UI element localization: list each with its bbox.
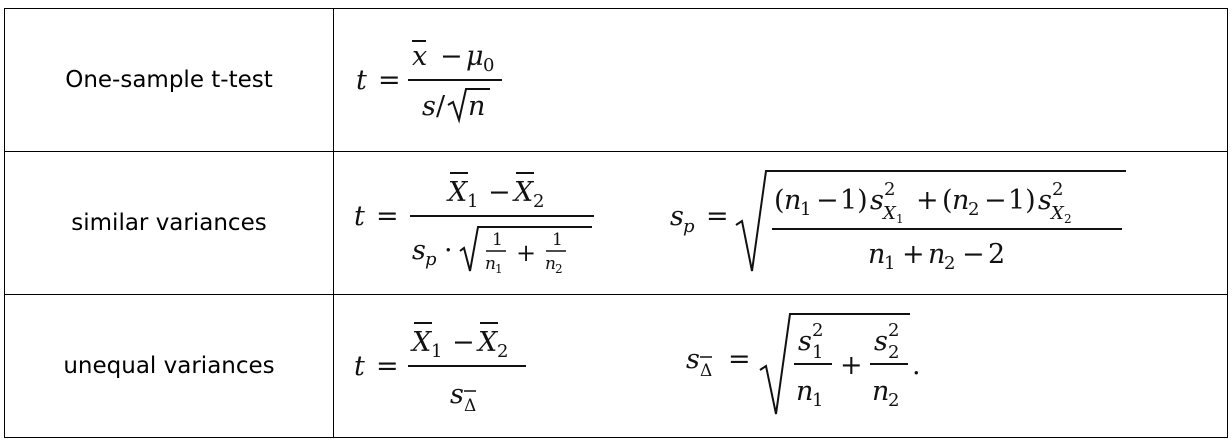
svg-text:n: n — [868, 239, 885, 270]
formula-cell-unequal-variances: t = X 1 − X 2 s Δ — [333, 294, 1228, 438]
svg-text:t: t — [354, 201, 365, 232]
svg-text:1: 1 — [884, 253, 895, 274]
svg-text:s: s — [422, 91, 436, 122]
svg-text:1: 1 — [495, 262, 503, 276]
svg-text:−: − — [440, 41, 463, 72]
svg-text:2: 2 — [888, 390, 899, 411]
one-sample-t-formula: t = x − μ 0 s / n — [356, 25, 516, 135]
row-label-unequal-variances: unequal variances — [4, 294, 334, 438]
svg-text:=: = — [706, 201, 729, 232]
svg-text:2: 2 — [884, 179, 895, 200]
svg-text:s: s — [412, 235, 426, 266]
svg-text:−: − — [816, 185, 839, 216]
svg-text:=: = — [378, 65, 401, 96]
svg-text:2: 2 — [497, 341, 508, 362]
similar-variances-pooled-sd-formula: s p = ( n 1 − 1) s 2 X 1 — [670, 163, 1140, 283]
svg-text:1: 1 — [467, 191, 478, 212]
svg-text:2: 2 — [555, 262, 563, 276]
svg-text:2: 2 — [968, 199, 979, 220]
row-label-one-sample: One-sample t-test — [4, 8, 334, 152]
svg-text:·: · — [444, 235, 453, 266]
svg-text:=: = — [376, 201, 399, 232]
unequal-variances-t-formula: t = X 1 − X 2 s Δ — [354, 311, 554, 421]
svg-text:=: = — [376, 351, 399, 382]
svg-text:1: 1 — [812, 390, 823, 411]
svg-text:1: 1 — [431, 341, 442, 362]
svg-text:x: x — [412, 41, 427, 72]
svg-text:=: = — [728, 344, 751, 375]
svg-text:+: + — [516, 239, 536, 267]
svg-text:n: n — [928, 239, 945, 270]
svg-text:2: 2 — [1064, 212, 1072, 226]
svg-text:X: X — [476, 327, 499, 358]
svg-text:1): 1) — [840, 185, 868, 216]
formula-cell-one-sample: t = x − μ 0 s / n — [333, 8, 1228, 152]
svg-text:(: ( — [774, 185, 785, 216]
svg-text:Δ: Δ — [700, 361, 712, 381]
svg-text:.: . — [912, 350, 921, 381]
svg-text:+: + — [916, 185, 939, 216]
svg-text:2: 2 — [888, 342, 899, 363]
svg-text:2: 2 — [944, 253, 955, 274]
svg-text:(: ( — [942, 185, 953, 216]
unequal-variances-sd-formula: s Δ = s 2 1 n 1 + — [686, 306, 946, 426]
svg-text:1: 1 — [800, 199, 811, 220]
svg-text:−: − — [488, 177, 511, 208]
svg-text:n: n — [872, 376, 889, 407]
similar-variances-t-formula: t = X 1 − X 2 s p — [354, 163, 604, 283]
svg-text:Δ: Δ — [464, 396, 476, 416]
svg-text:−: − — [452, 327, 475, 358]
svg-text:p: p — [425, 249, 437, 270]
svg-text:n: n — [952, 185, 969, 216]
svg-text:1: 1 — [812, 342, 823, 363]
svg-text:X: X — [1049, 203, 1065, 224]
svg-text:s: s — [670, 201, 684, 232]
svg-text:+: + — [902, 239, 925, 270]
svg-text:2: 2 — [888, 320, 899, 341]
svg-text:n: n — [545, 254, 556, 274]
svg-text:X: X — [881, 203, 897, 224]
row-label-similar-variances: similar variances — [4, 151, 334, 295]
svg-text:X: X — [512, 177, 535, 208]
svg-text:s: s — [1038, 185, 1052, 216]
svg-text:2: 2 — [1052, 179, 1063, 200]
table-row-unequal-variances: unequal variances t = X 1 − X 2 — [4, 294, 1228, 438]
svg-text:s: s — [870, 185, 884, 216]
svg-text:1): 1) — [1008, 185, 1036, 216]
svg-text:X: X — [410, 327, 433, 358]
svg-text:+: + — [840, 350, 863, 381]
svg-text:n: n — [796, 376, 813, 407]
svg-text:/: / — [436, 91, 446, 122]
svg-text:μ: μ — [466, 41, 484, 72]
table-row-similar-variances: similar variances t = X 1 − X 2 — [4, 151, 1228, 295]
svg-text:−: − — [962, 239, 985, 270]
svg-text:−: − — [984, 185, 1007, 216]
svg-text:1: 1 — [552, 230, 563, 250]
table-row-one-sample: One-sample t-test t = x − μ 0 — [4, 8, 1228, 152]
svg-text:2: 2 — [988, 239, 1005, 270]
svg-text:2: 2 — [812, 320, 823, 341]
svg-text:0: 0 — [483, 55, 494, 76]
svg-text:t: t — [354, 351, 365, 382]
t-test-formula-table: One-sample t-test t = x − μ 0 — [4, 8, 1228, 438]
svg-text:n: n — [485, 254, 496, 274]
svg-text:X: X — [446, 177, 469, 208]
svg-text:n: n — [784, 185, 801, 216]
svg-text:n: n — [468, 91, 485, 122]
svg-text:1: 1 — [492, 230, 503, 250]
svg-text:s: s — [686, 344, 700, 375]
svg-text:1: 1 — [896, 212, 904, 226]
svg-text:s: s — [798, 326, 812, 357]
svg-text:p: p — [683, 216, 695, 237]
svg-text:s: s — [450, 379, 464, 410]
formula-cell-similar-variances: t = X 1 − X 2 s p — [333, 151, 1228, 295]
svg-text:2: 2 — [533, 191, 544, 212]
svg-text:t: t — [356, 65, 367, 96]
svg-text:s: s — [874, 326, 888, 357]
